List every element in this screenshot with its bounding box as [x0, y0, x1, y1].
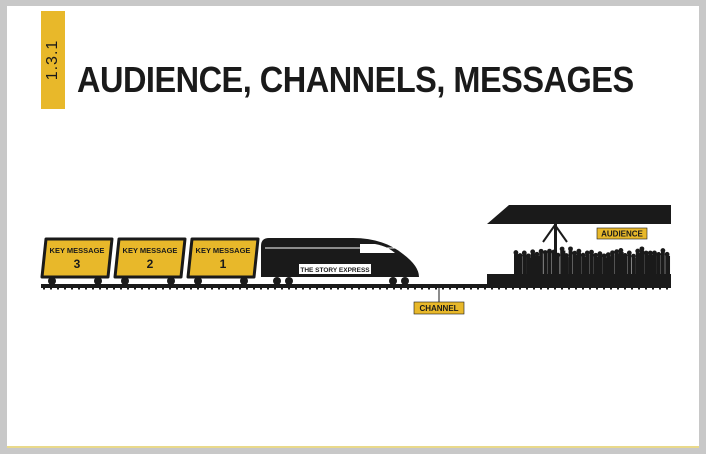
key-message-label: KEY MESSAGE [196, 246, 251, 255]
audience-crowd [513, 246, 671, 274]
car-wheel [48, 277, 56, 285]
key-message-label: KEY MESSAGE [123, 246, 178, 255]
locomotive-label: THE STORY EXPRESS [300, 267, 370, 274]
locomotive-nameplate [299, 264, 371, 274]
key-message-car: KEY MESSAGE 2 [113, 237, 187, 285]
channel-label: CHANNEL [419, 304, 458, 313]
key-message-number: 2 [147, 257, 154, 271]
car-wheel [94, 277, 102, 285]
car-wheel [194, 277, 202, 285]
station-platform [487, 205, 671, 284]
slide: 1.3.1 AUDIENCE, CHANNELS, MESSAGES KEY M… [7, 6, 699, 448]
locomotive: THE STORY EXPRESS [261, 238, 419, 285]
car-wheel [121, 277, 129, 285]
audience-label-group: AUDIENCE [596, 227, 648, 240]
car-wheel [240, 277, 248, 285]
key-message-number: 3 [74, 257, 81, 271]
railway-track [41, 284, 671, 290]
audience-label: AUDIENCE [601, 230, 643, 239]
train-illustration: KEY MESSAGE 3 KEY MESSAGE 2 KEY MESSAGE 1 THE… [40, 205, 671, 315]
car-wheel [167, 277, 175, 285]
channel-label-group: CHANNEL [413, 288, 465, 315]
key-message-car: KEY MESSAGE 3 [40, 237, 114, 285]
key-message-number: 1 [220, 257, 227, 271]
slide-title: AUDIENCE, CHANNELS, MESSAGES [77, 60, 634, 100]
key-message-label: KEY MESSAGE [50, 246, 105, 255]
key-message-car: KEY MESSAGE 1 [186, 237, 260, 285]
section-tab: 1.3.1 [41, 11, 65, 109]
